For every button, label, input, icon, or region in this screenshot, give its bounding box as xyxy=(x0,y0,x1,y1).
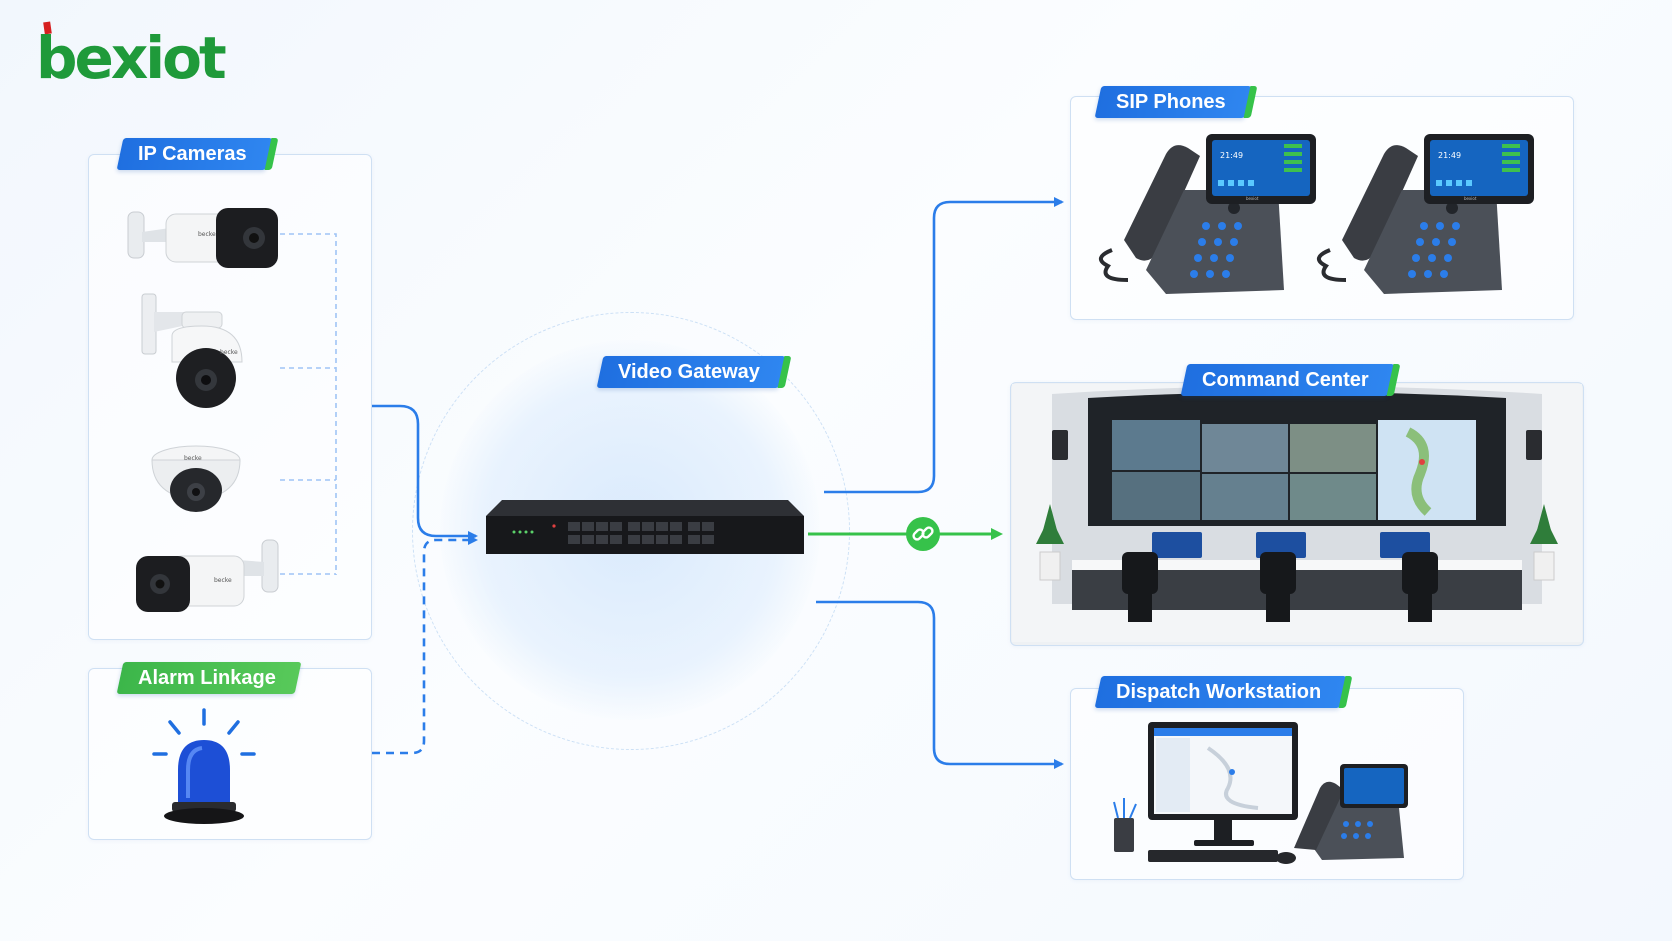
svg-text:becke: becke xyxy=(220,349,238,356)
cameras-to-gateway-line xyxy=(372,404,478,541)
bullet-camera-icon: becke xyxy=(136,539,279,612)
dome-camera-icon: becke xyxy=(151,445,241,512)
dispatch-workstation-label: Dispatch Workstation xyxy=(1094,676,1347,708)
ip-phone-icon: 21:49 bexiot xyxy=(1317,134,1534,294)
computer-monitor-icon xyxy=(1113,722,1408,864)
svg-text:becke: becke xyxy=(184,455,202,462)
logo-text: bexiot xyxy=(36,24,226,92)
gateway-to-sip-line xyxy=(824,197,1064,494)
bexiot-logo: bexiot xyxy=(36,21,229,92)
alarm-beacon-icon xyxy=(152,708,256,824)
ip-cameras-label: IP Cameras xyxy=(116,138,272,170)
video-gateway-label: Video Gateway xyxy=(596,356,786,388)
svg-text:becke: becke xyxy=(198,231,216,238)
link-icon xyxy=(906,517,940,551)
svg-text:21:49: 21:49 xyxy=(1438,151,1461,160)
alarm-to-gateway-line xyxy=(372,535,478,755)
video-wall-icon xyxy=(1012,384,1582,642)
svg-text:21:49: 21:49 xyxy=(1220,151,1243,160)
gateway-to-dispatch-line xyxy=(816,600,1064,769)
svg-text:bexiot: bexiot xyxy=(1246,196,1259,201)
network-switch-icon xyxy=(486,500,804,554)
sip-phones-label: SIP Phones xyxy=(1094,86,1252,118)
alarm-linkage-label: Alarm Linkage xyxy=(116,662,302,694)
svg-text:becke: becke xyxy=(214,577,232,584)
svg-text:bexiot: bexiot xyxy=(1464,196,1477,201)
ip-phone-icon: 21:49 bexiot xyxy=(1099,134,1316,294)
bullet-camera-icon: becke xyxy=(127,208,278,268)
gateway-ring xyxy=(412,312,850,750)
ptz-camera-icon: becke xyxy=(141,293,243,408)
command-center-label: Command Center xyxy=(1180,364,1395,396)
